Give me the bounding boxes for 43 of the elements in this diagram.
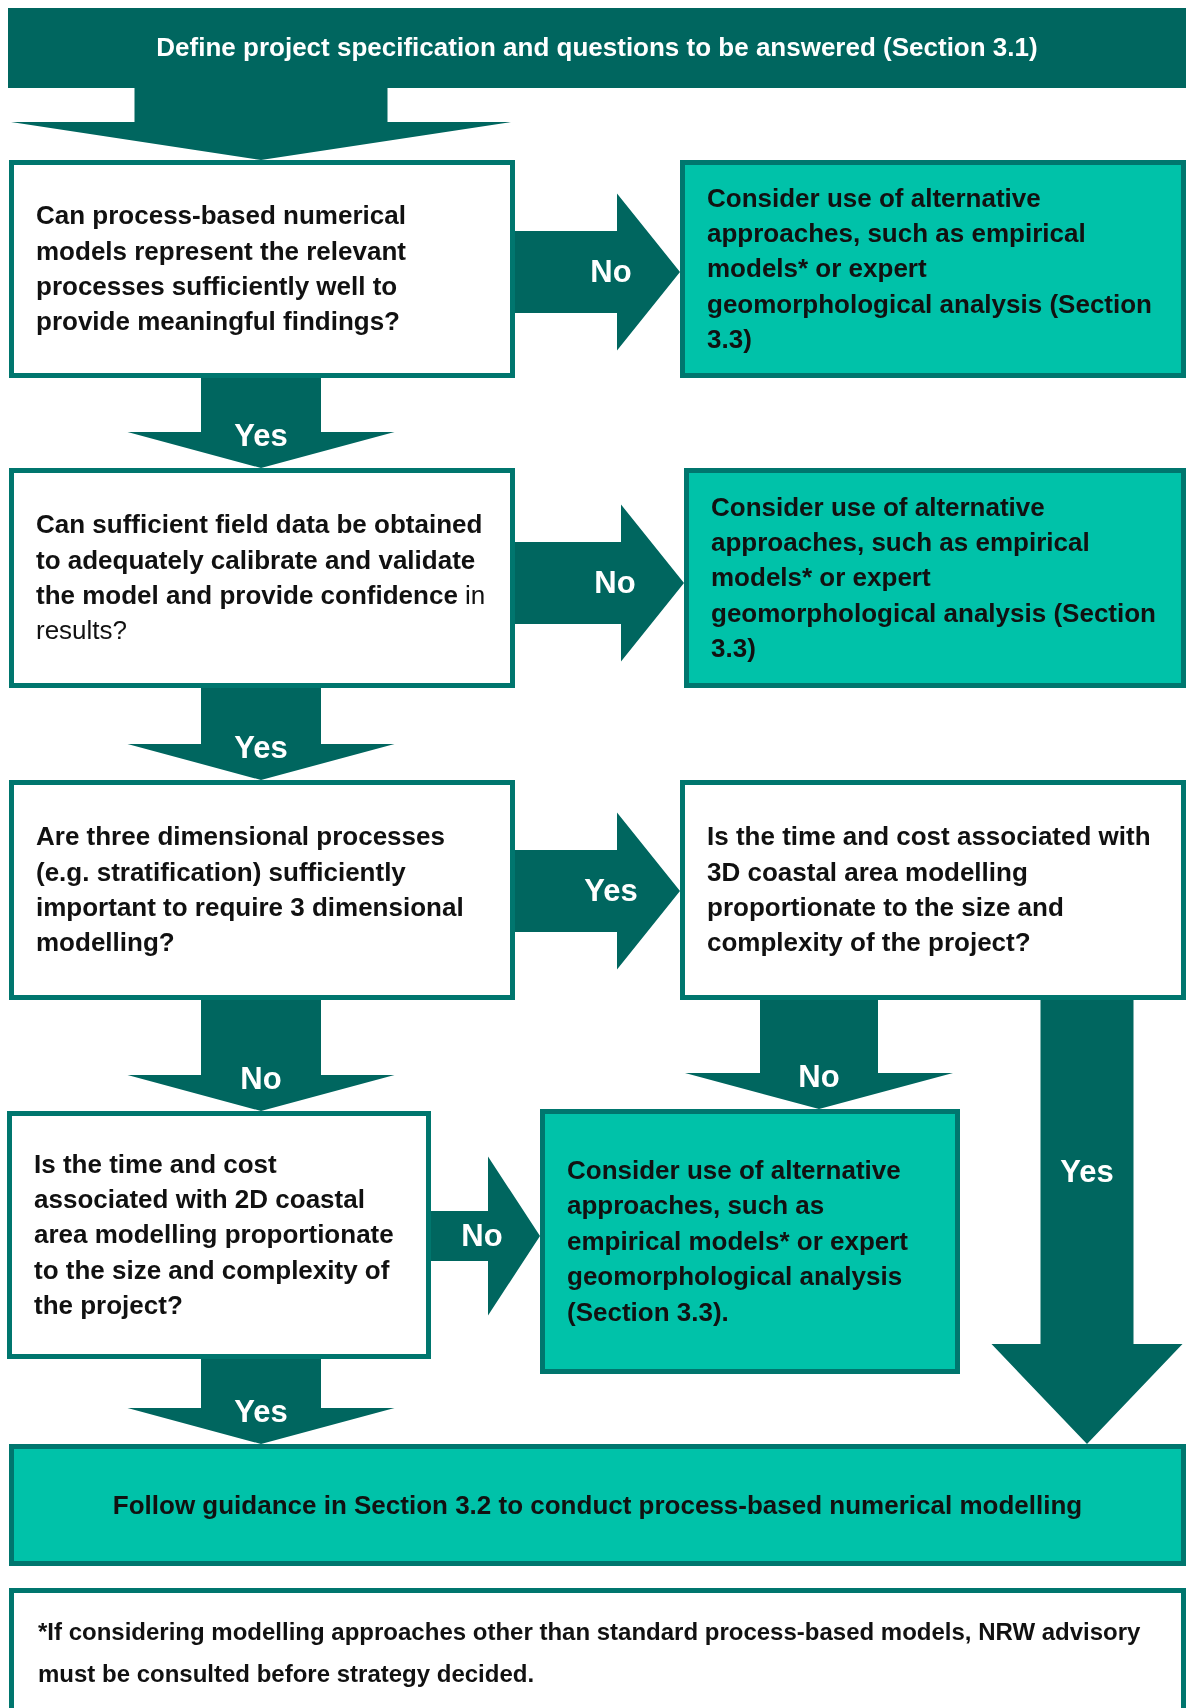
edge-label: Yes bbox=[234, 1394, 288, 1430]
edge-label: No bbox=[590, 254, 632, 290]
box-text: Define project specification and questions to be answered (Section 3.1) bbox=[156, 31, 1038, 65]
box-text: Consider use of alternative approaches, such as empirical models* or expert geomorphological analysis (Section 3.3) bbox=[707, 181, 1153, 357]
outcome-box bbox=[9, 1444, 1186, 1566]
edge-label: No bbox=[594, 565, 636, 601]
block-arrow bbox=[127, 1359, 395, 1444]
alternative-box bbox=[540, 1109, 960, 1374]
footnote-box bbox=[9, 1588, 1186, 1708]
edge-label: Yes bbox=[584, 873, 638, 909]
question-box bbox=[9, 160, 515, 378]
box-text: Are three dimensional processes (e.g. stratification) sufficiently important to require 3 dimensional modelling? bbox=[36, 820, 465, 960]
edge-label: No bbox=[798, 1059, 840, 1095]
block-arrow bbox=[127, 378, 395, 468]
footnote-text: *If considering modelling approaches other than standard process-based models, NRW advisory must be consulted before strategy decided. bbox=[38, 1617, 1142, 1689]
question-box bbox=[7, 1111, 431, 1359]
box-text: Is the time and cost associated with 2D coastal area modelling proportionate to the size and complexity of the project? bbox=[34, 1147, 395, 1323]
box-text: Follow guidance in Section 3.2 to conduct process-based numerical modelling bbox=[111, 1488, 1084, 1522]
edge-label: No bbox=[240, 1061, 282, 1097]
question-box bbox=[9, 468, 515, 688]
block-arrow bbox=[431, 1156, 540, 1316]
block-arrow bbox=[515, 812, 680, 970]
block-arrow bbox=[127, 688, 395, 780]
question-box bbox=[9, 780, 515, 1000]
edge-label: Yes bbox=[234, 418, 288, 454]
block-arrow bbox=[127, 1000, 395, 1111]
box-text: Consider use of alternative approaches, such as empirical models* or expert geomorphological analysis (Section 3.3). bbox=[567, 1154, 910, 1329]
header-banner bbox=[8, 8, 1186, 88]
block-arrow bbox=[515, 504, 684, 662]
edge-label: Yes bbox=[234, 730, 288, 766]
alternative-box bbox=[680, 160, 1186, 378]
block-arrow bbox=[11, 88, 511, 160]
block-arrow bbox=[515, 193, 680, 351]
block-arrow bbox=[991, 1000, 1183, 1444]
question-box bbox=[680, 780, 1186, 1000]
box-text: Consider use of alternative approaches, such as empirical models* or expert geomorphological analysis (Section 3.3) bbox=[711, 490, 1157, 666]
box-text: Can process-based numerical models represent the relevant processes sufficiently well to provide meaningful findings? bbox=[36, 199, 407, 339]
block-arrow bbox=[685, 1000, 953, 1109]
box-text: Can sufficient field data be obtained to adequately calibrate and validate the model and provide confidence in results? bbox=[36, 508, 487, 648]
box-text: Is the time and cost associated with 3D coastal area modelling proportionate to the size and complexity of the project? bbox=[707, 820, 1152, 960]
alternative-box bbox=[684, 468, 1186, 688]
edge-label: Yes bbox=[1060, 1154, 1114, 1190]
edge-label: No bbox=[461, 1218, 503, 1254]
